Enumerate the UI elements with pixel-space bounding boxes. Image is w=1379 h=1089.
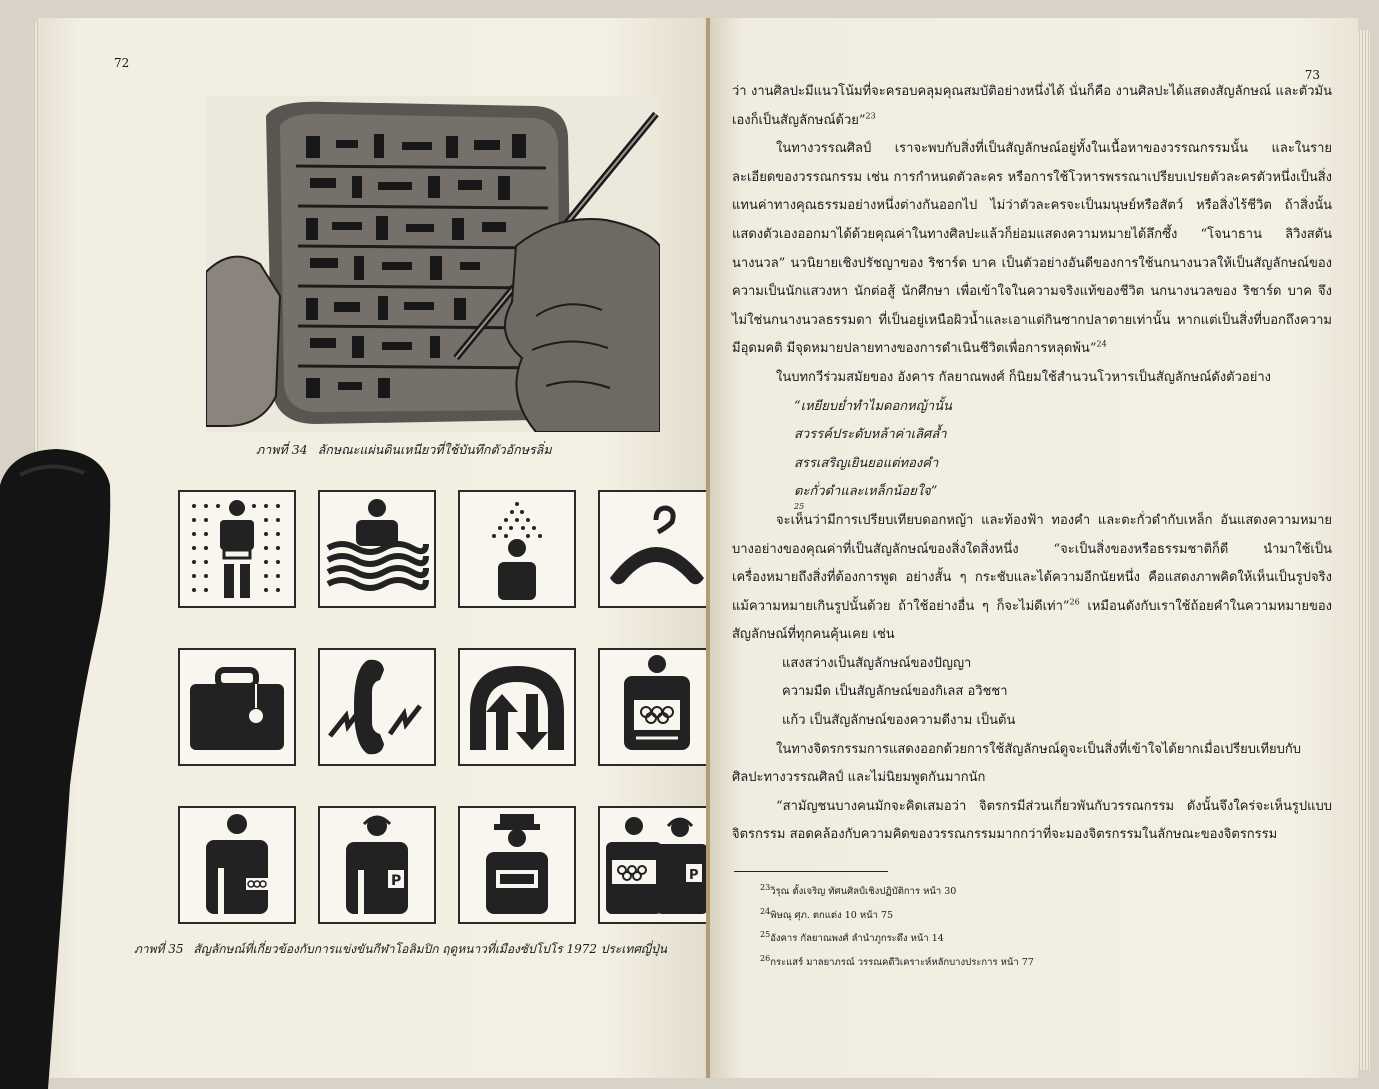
pictogram-athlete [178, 806, 296, 924]
pictogram-luggage [178, 648, 296, 766]
poem-quote: “เหยียบย่ำทำไมดอกหญ้านั้น สวรรค์ประดับหล… [732, 393, 1332, 511]
paragraph-1: ว่า งานศิลปะมีแนวโน้มที่จะครอบคลุมคุณสมบ… [732, 78, 1332, 135]
olympic-pictogram-grid: P [178, 490, 710, 926]
poem-line-4-text: ตะกั่วดำและเหล็กน้อยใจ” [794, 484, 938, 500]
page-number-left: 72 [114, 56, 130, 70]
left-page: 72 [38, 18, 710, 1078]
page-number-right: 73 [1304, 68, 1320, 82]
footnote-23: 23วิรุณ ตั้งเจริญ ทัศนศิลป์เชิงปฏิบัติกา… [760, 880, 1034, 904]
pictogram-telephone [318, 648, 436, 766]
figure-35-label: ภาพที่ 35 [134, 942, 184, 956]
shower-icon [492, 502, 542, 600]
telephone-icon [328, 659, 422, 755]
figure-35-caption: ภาพที่ 35 สัญลักษณ์ที่เกี่ยวข้องกับการแข… [134, 940, 667, 959]
security-guard-icon [486, 814, 548, 914]
book-spine [706, 18, 712, 1078]
footnote-ref-24: 24 [1096, 340, 1107, 350]
footnote-text: กระแสร์ มาลยาภรณ์ วรรณคดีวิเคราะห์หลักบา… [770, 956, 1034, 968]
hanger-icon [610, 505, 704, 585]
paragraph-2: ในทางวรรณศิลป์ เราจะพบกับสิ่งที่เป็นสัญล… [732, 135, 1332, 364]
paragraph-4-tail: เหมือนดังกับเราใช้ถ้อยคำในความหมายของสัญ… [732, 598, 1332, 643]
symbol-example-3: แก้ว เป็นสัญลักษณ์ของความดีงาม เป็นต้น [782, 713, 1016, 729]
symbol-example-1: แสงสว่างเป็นสัญลักษณ์ของปัญญา [782, 655, 972, 671]
dotted-person-icon [192, 500, 280, 598]
paragraph-3: ในบทกวีร่วมสมัยของ อังคาร กัลยาณพงศ์ ก็น… [776, 369, 1271, 385]
paragraph-5: ในทางจิตรกรรมการแสดงออกด้วยการใช้สัญลักษ… [732, 741, 1302, 786]
figure-34-text: ลักษณะแผ่นดินเหนียวที่ใช้บันทึกตัวอักษรล… [317, 442, 552, 457]
luggage-icon [190, 667, 284, 750]
right-page: 73 ว่า งานศิลปะมีแนวโน้มที่จะครอบคลุมคุณ… [710, 18, 1358, 1078]
press-letter-2: P [689, 868, 699, 883]
swimming-icon [326, 499, 429, 591]
footnote-ref-26: 26 [1069, 597, 1080, 607]
pictogram-person-dotted [178, 490, 296, 608]
figure-35-text: สัญลักษณ์ที่เกี่ยวข้องกับการแข่งขันกีฬาโ… [193, 942, 667, 956]
press-letter: P [391, 873, 401, 889]
paragraph-1-text: ว่า งานศิลปะมีแนวโน้มที่จะครอบคลุมคุณสมบ… [732, 84, 1332, 128]
paragraph-4: จะเห็นว่ามีการเปรียบเทียบดอกหญ้า และท้อง… [732, 507, 1332, 650]
footnote-25: 25อังคาร กัลยาณพงศ์ ลำนำภูกระดึง หน้า 14 [760, 927, 1034, 951]
pictogram-press-officials-pair: P [598, 806, 710, 924]
footnote-24: 24พิษณุ ศุภ. ตกแต่ง 10 หน้า 75 [760, 904, 1034, 928]
poem-line-2: สวรรค์ประดับหล้าค่าเลิศล้ำ [794, 427, 947, 443]
up-down-arrows-icon [470, 666, 564, 750]
poem-line-4: ตะกั่วดำและเหล็กน้อยใจ”25 [794, 478, 1064, 510]
pictogram-hanger [598, 490, 710, 608]
footnote-26: 26กระแสร์ มาลยาภรณ์ วรรณคดีวิเคราะห์หลัก… [760, 951, 1034, 975]
footnote-ref-23: 23 [865, 111, 876, 121]
footnotes: 23วิรุณ ตั้งเจริญ ทัศนศิลป์เชิงปฏิบัติกา… [760, 880, 1034, 974]
symbol-example-2: ความมืด เป็นสัญลักษณ์ของกิเลส อวิชชา [782, 684, 1008, 700]
footnote-number: 23 [760, 882, 771, 892]
pictogram-official-olympic [598, 648, 710, 766]
press-headset-icon: P [346, 815, 408, 914]
footnote-text: วิรุณ ตั้งเจริญ ทัศนศิลป์เชิงปฏิบัติการ … [770, 886, 957, 897]
poem-line-1: “เหยียบย่ำทำไมดอกหญ้านั้น [794, 398, 952, 414]
poem-line-3: สรรเสริญเยินยอแต่ทองคำ [794, 455, 939, 471]
book-fore-edge-right [1356, 30, 1370, 1070]
paragraph-4-text: จะเห็นว่ามีการเปรียบเทียบดอกหญ้า และท้อง… [732, 512, 1332, 614]
olympic-official-icon [624, 655, 690, 750]
pictogram-elevator-arrows [458, 648, 576, 766]
paragraph-2-text: ในทางวรรณศิลป์ เราจะพบกับสิ่งที่เป็นสัญล… [732, 141, 1332, 357]
footnote-number: 26 [760, 953, 771, 963]
two-officials-icon: P [606, 817, 708, 914]
book-spread: 72 [38, 18, 1358, 1078]
footnote-text: อังคาร กัลยาณพงศ์ ลำนำภูกระดึง หน้า 14 [770, 933, 944, 944]
pictogram-shower [458, 490, 576, 608]
footnote-number: 25 [760, 929, 771, 939]
footnote-divider [734, 871, 888, 872]
pictogram-security [458, 806, 576, 924]
thumb-holding-book [0, 449, 111, 1089]
clay-tablet-illustration [206, 96, 660, 432]
footnote-text: พิษณุ ศุภ. ตกแต่ง 10 หน้า 75 [770, 909, 894, 921]
athlete-icon [206, 814, 268, 914]
figure-34-label: ภาพที่ 34 [256, 442, 308, 457]
pictogram-press: P [318, 806, 436, 924]
footnote-number: 24 [760, 906, 771, 916]
figure-34-caption: ภาพที่ 34 ลักษณะแผ่นดินเหนียวที่ใช้บันทึ… [256, 440, 552, 460]
body-text: ว่า งานศิลปะมีแนวโน้มที่จะครอบคลุมคุณสมบ… [732, 78, 1332, 850]
pictogram-swimming [318, 490, 436, 608]
paragraph-6: “สามัญชนบางคนมักจะคิดเสมอว่า จิตรกรมีส่ว… [732, 798, 1332, 843]
